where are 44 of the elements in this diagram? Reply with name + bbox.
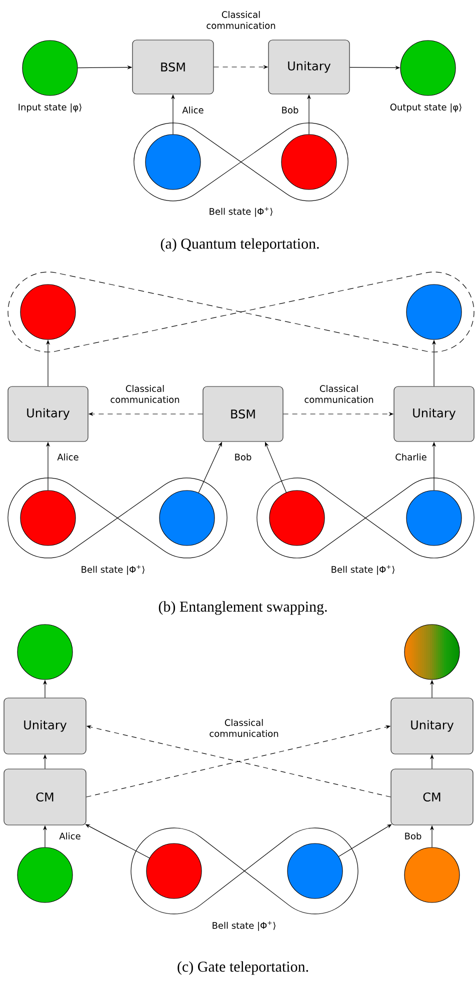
process-box: CM bbox=[4, 768, 86, 826]
state-circle bbox=[20, 284, 76, 340]
edge-label: Bob bbox=[405, 832, 422, 840]
edge-label: Alice bbox=[182, 106, 204, 114]
edge-label: Classical communication bbox=[304, 385, 374, 403]
process-box: BSM bbox=[202, 386, 284, 442]
state-circle bbox=[404, 624, 460, 680]
edge-label: Classical communication bbox=[110, 385, 180, 403]
subfigure-caption: (b) Entanglement swapping. bbox=[158, 601, 327, 615]
state-circle bbox=[159, 490, 215, 546]
subfigure-caption: (c) Gate teleportation. bbox=[178, 961, 308, 975]
channel-label: Classical communication bbox=[210, 719, 278, 737]
state-circle bbox=[146, 843, 202, 899]
edge-label: Classical communication bbox=[206, 11, 276, 29]
edge-label: Bob bbox=[282, 106, 298, 114]
process-box: Unitary bbox=[8, 386, 88, 442]
edge-label: Alice bbox=[59, 832, 80, 840]
state-label: Input state |φ⟩ bbox=[18, 103, 82, 112]
edge-label: Charlie bbox=[396, 454, 426, 460]
state-label: Bell state |Φ$^{+}$⟩ bbox=[332, 565, 394, 575]
state-label: Bell state |Φ$^{+}$⟩ bbox=[212, 921, 276, 931]
state-circle bbox=[406, 490, 462, 546]
process-box: BSM bbox=[132, 40, 214, 94]
state-circle bbox=[20, 490, 76, 546]
state-circle bbox=[17, 624, 73, 680]
state-circle bbox=[269, 490, 325, 546]
subfigure-caption: (a) Quantum teleportation. bbox=[160, 238, 319, 252]
state-circle bbox=[406, 284, 462, 340]
process-box: Unitary bbox=[4, 698, 86, 754]
crossed-arrows bbox=[86, 725, 391, 798]
state-circle bbox=[145, 134, 201, 190]
process-box: Unitary bbox=[394, 386, 474, 442]
edge-label: Alice bbox=[57, 454, 78, 460]
state-circle bbox=[404, 847, 460, 903]
process-box: Unitary bbox=[390, 698, 474, 754]
party-label: Bob bbox=[235, 454, 252, 460]
process-box: Unitary bbox=[268, 40, 350, 94]
state-circle bbox=[17, 847, 73, 903]
process-box: CM bbox=[390, 768, 474, 826]
state-label: Bell state |Φ$^{+}$⟩ bbox=[82, 565, 144, 575]
state-label: Output state |φ⟩ bbox=[390, 103, 462, 112]
state-circle bbox=[281, 134, 337, 190]
state-circle bbox=[287, 843, 343, 899]
state-label: Bell state |Φ$^{+}$⟩ bbox=[210, 207, 272, 217]
